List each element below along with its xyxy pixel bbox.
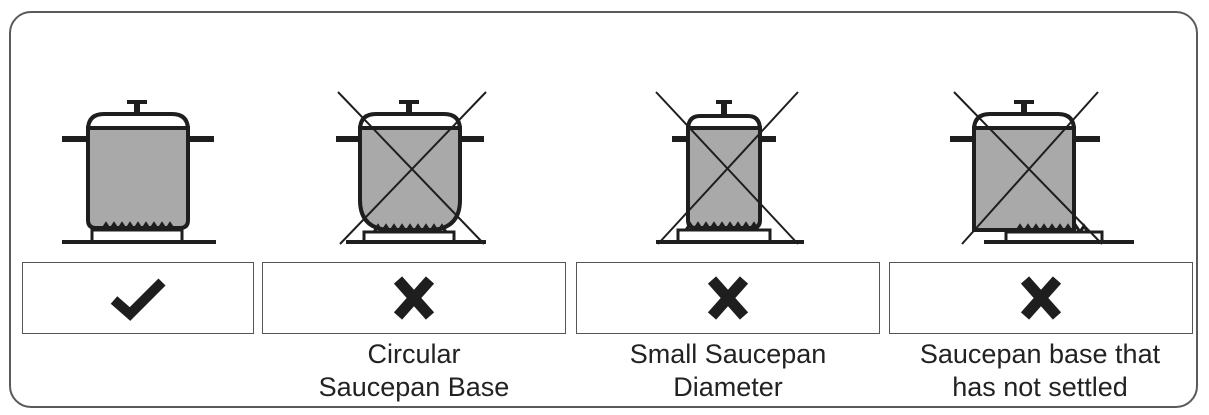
saucepan-correct-illustration <box>62 100 216 244</box>
cross-icon <box>393 276 435 320</box>
status-box-correct <box>22 262 254 334</box>
status-box-not-settled <box>889 262 1193 334</box>
cross-icon <box>707 276 749 320</box>
saucepan-small-diameter-illustration <box>655 91 804 245</box>
check-icon <box>110 278 166 321</box>
cross-icon <box>1020 276 1062 320</box>
saucepan-not-settled-illustration <box>950 91 1134 245</box>
saucepan-circular-base-illustration <box>336 91 487 245</box>
panel-correct <box>0 0 300 415</box>
status-box-circular-base <box>262 262 566 334</box>
status-box-small-diameter <box>576 262 880 334</box>
